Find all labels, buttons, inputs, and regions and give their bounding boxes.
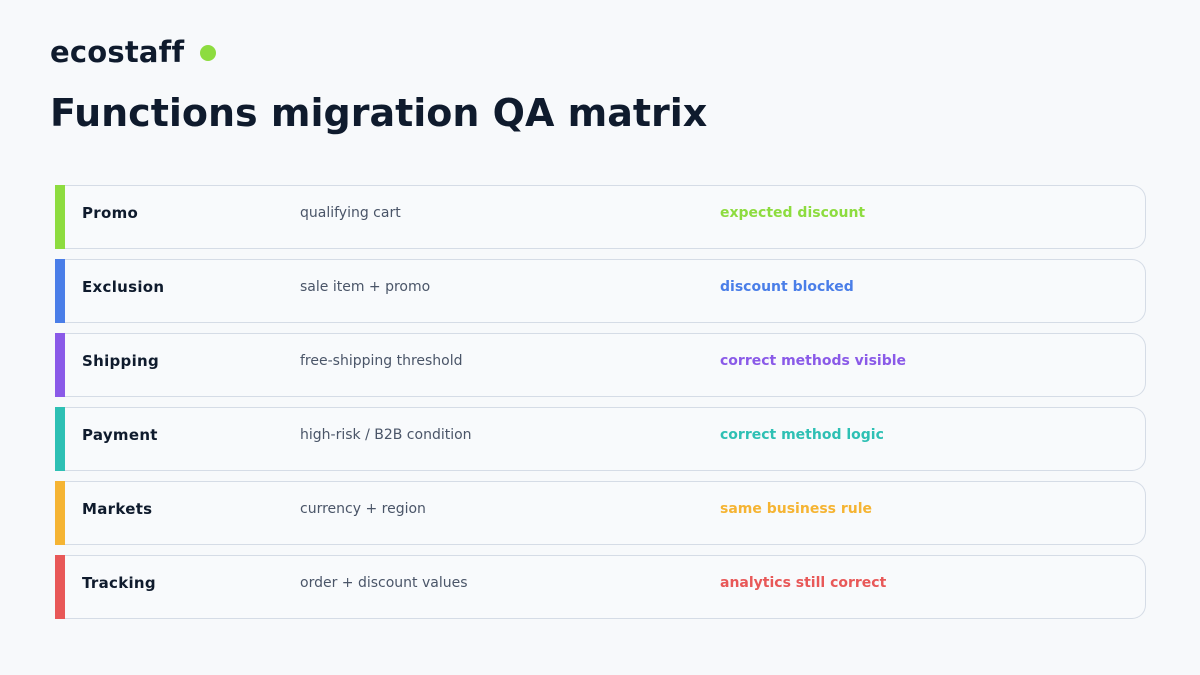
row-condition: high-risk / B2B condition [300,427,472,443]
matrix-row-tracking: Tracking order + discount values analytics… [55,555,1146,619]
matrix-row-promo: Promo qualifying cart expected discount [55,185,1146,249]
row-accent-bar [55,185,65,249]
matrix-row-payment: Payment high-risk / B2B condition correct … [55,407,1146,471]
row-name: Tracking [82,574,156,592]
row-name: Payment [82,426,158,444]
matrix-row-shipping: Shipping free-shipping threshold correct m… [55,333,1146,397]
row-condition: free-shipping threshold [300,353,463,369]
row-expected-result: correct methods visible [720,353,907,369]
row-name: Markets [82,500,153,518]
row-accent-bar [55,333,65,397]
row-accent-bar [55,407,65,471]
row-condition: order + discount values [300,575,468,591]
row-expected-result: expected discount [720,205,866,221]
row-expected-result: analytics still correct [720,575,887,591]
row-accent-bar [55,259,65,323]
brand-name: ecostaff [50,35,185,69]
row-accent-bar [55,481,65,545]
row-expected-result: discount blocked [720,279,854,295]
matrix-row-markets: Markets currency + region same business ru… [55,481,1146,545]
row-expected-result: same business rule [720,501,873,517]
row-condition: currency + region [300,501,426,517]
row-accent-bar [55,555,65,619]
row-name: Exclusion [82,278,165,296]
matrix-row-exclusion: Exclusion sale item + promo discount block… [55,259,1146,323]
brand-header: ecostaff [50,32,217,72]
brand-dot-icon [200,45,217,61]
row-name: Promo [82,204,139,222]
row-condition: qualifying cart [300,205,401,221]
page-title: Functions migration QA matrix [50,91,708,135]
row-expected-result: correct method logic [720,427,884,443]
row-name: Shipping [82,352,160,370]
row-condition: sale item + promo [300,279,431,295]
